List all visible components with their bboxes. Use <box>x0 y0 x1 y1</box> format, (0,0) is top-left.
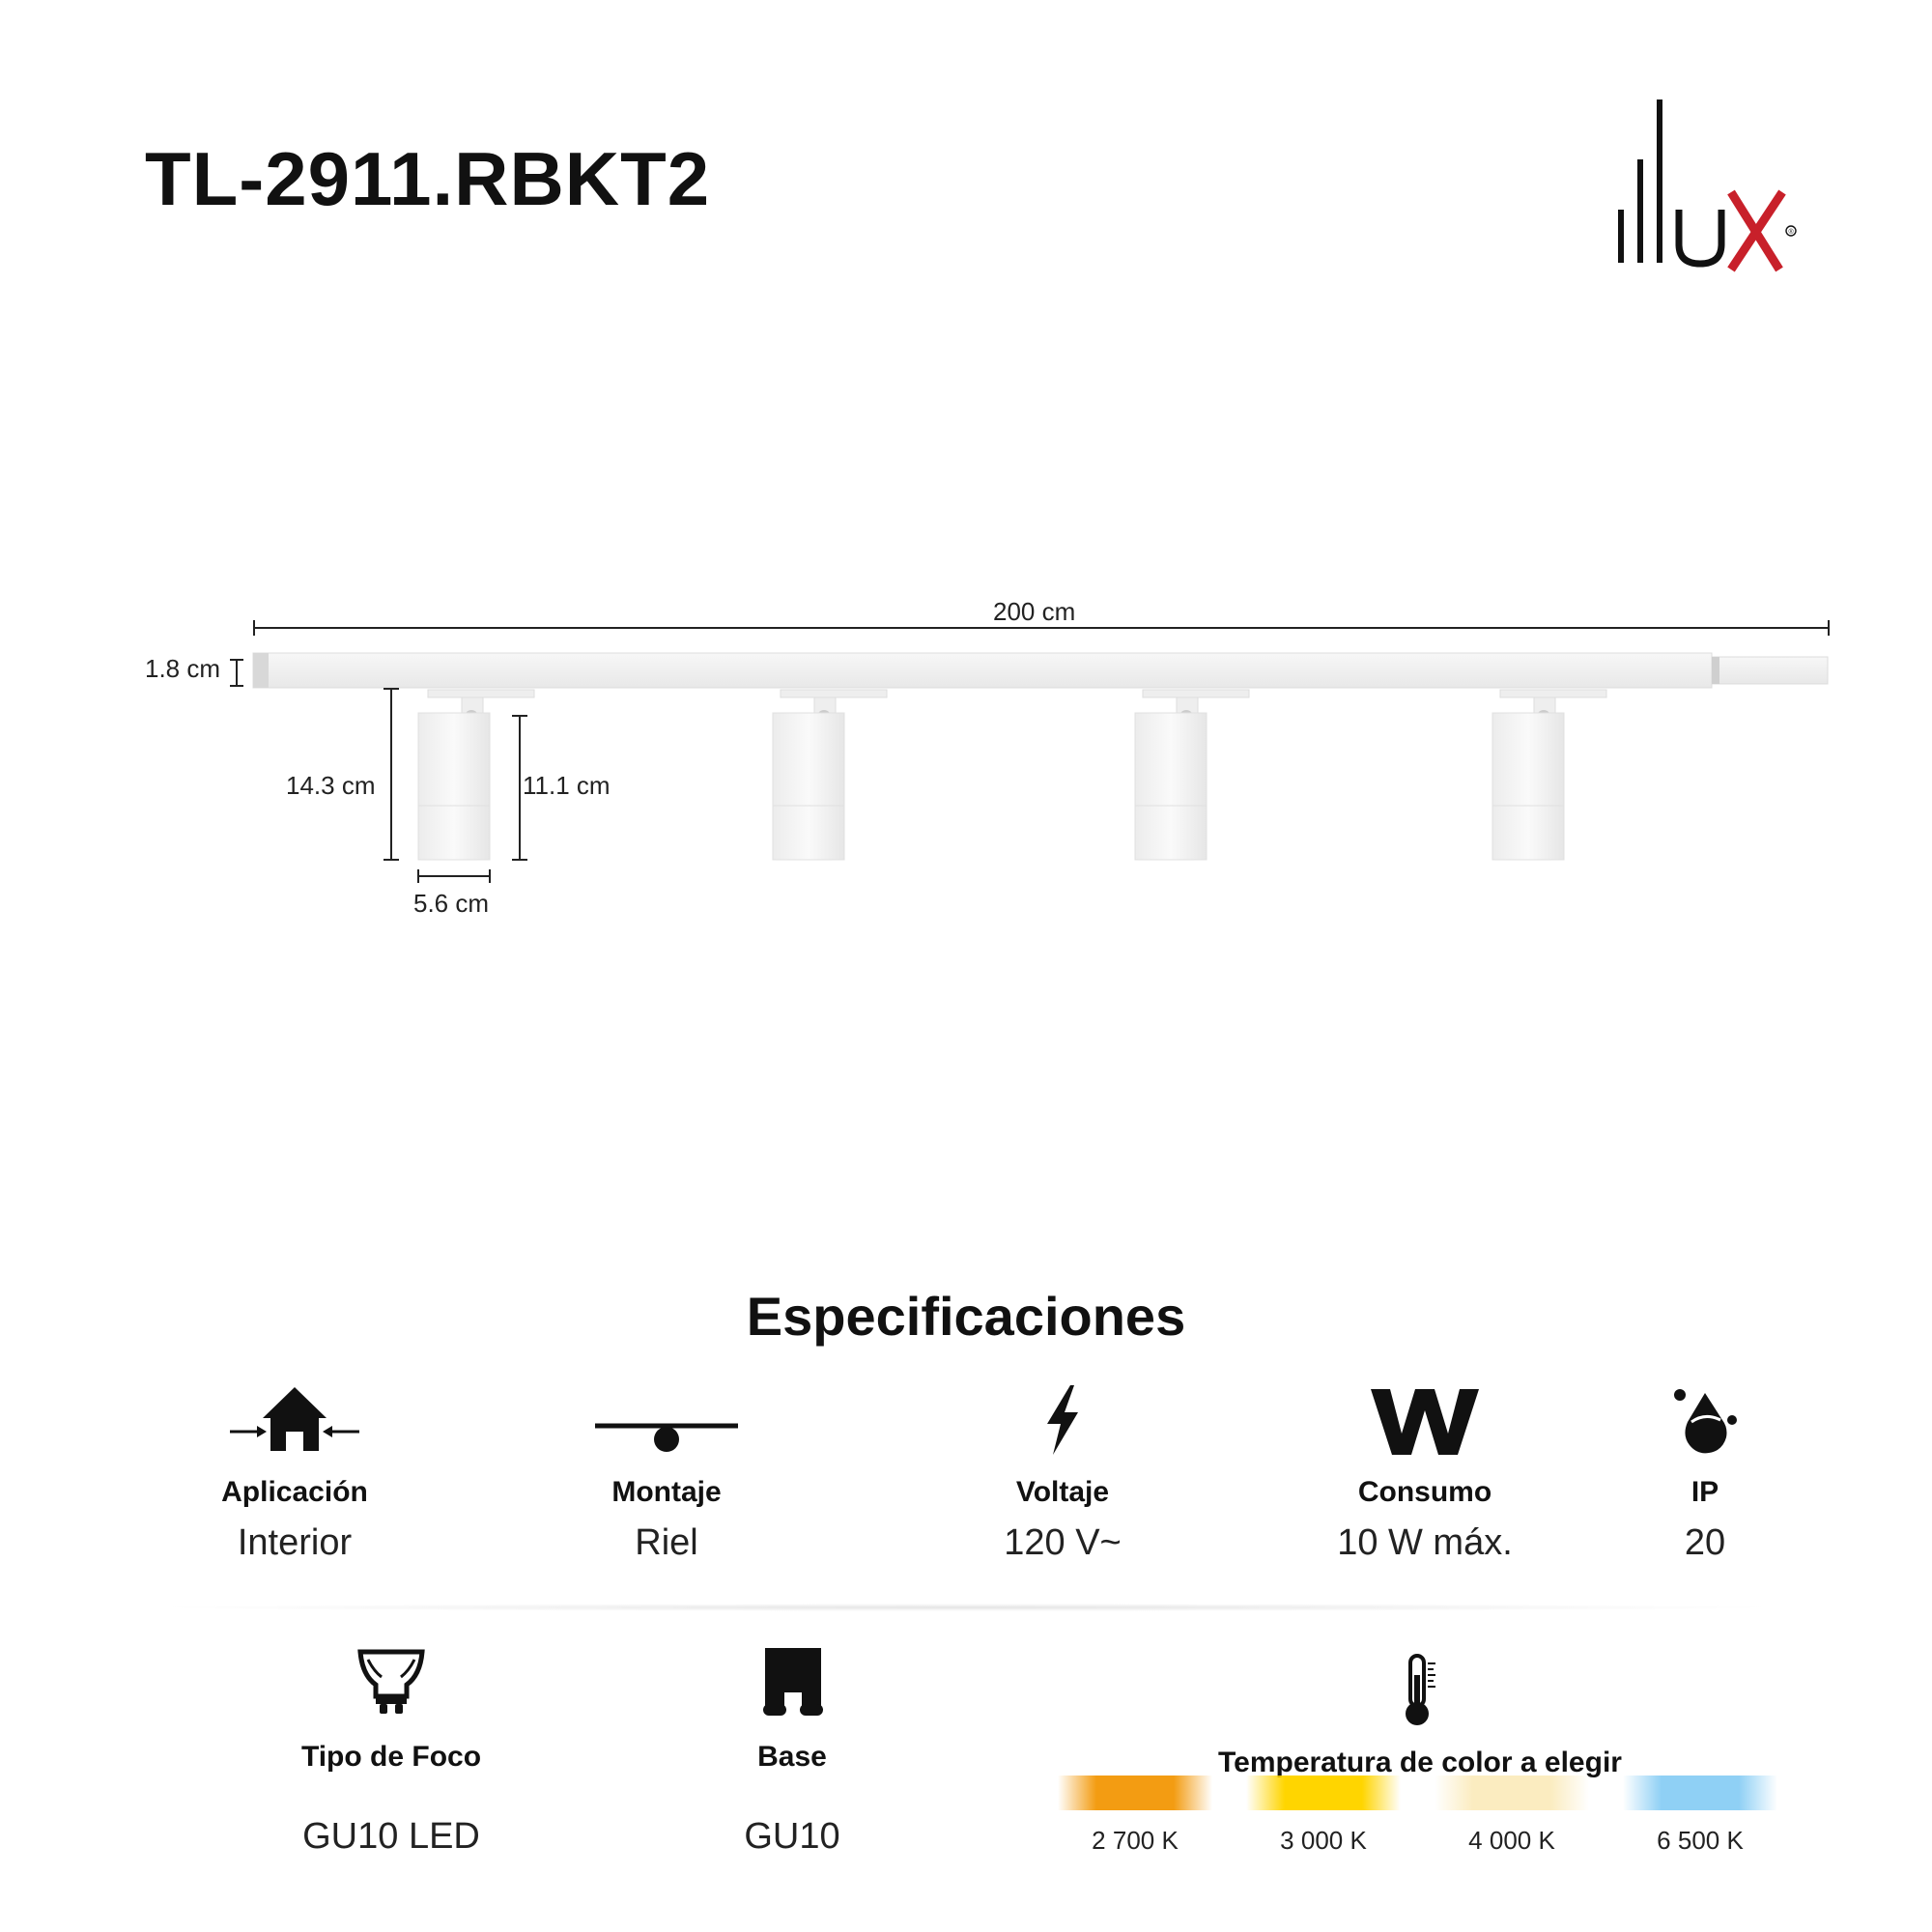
spec-value: 20 <box>1684 1522 1726 1563</box>
spec-label: IP <box>1690 1476 1719 1508</box>
svg-text:®: ® <box>1789 228 1795 236</box>
spec-label: Voltaje <box>1015 1476 1110 1508</box>
swatch-label: 6 500 K <box>1657 1826 1744 1855</box>
spec-label: Consumo <box>1357 1476 1492 1508</box>
bulb-gu10-icon <box>246 1642 536 1719</box>
spec-value: GU10 LED <box>302 1816 480 1857</box>
swatch-label: 4 000 K <box>1468 1826 1555 1855</box>
spec-label: Aplicación <box>221 1476 368 1508</box>
total-height-dimension: 14.3 cm <box>286 771 376 800</box>
specs-title: Especificaciones <box>746 1286 1186 1347</box>
spec-aplicacion: Aplicación Interior <box>150 1381 440 1564</box>
length-dimension: 200 cm <box>993 597 1076 626</box>
spec-base: Base GU10 <box>647 1642 937 1858</box>
spec-value: Interior <box>237 1522 353 1563</box>
spec-label: Temperatura de color a elegir <box>1218 1747 1622 1778</box>
head-width-dimension: 5.6 cm <box>413 889 490 918</box>
spec-tipo-foco: Tipo de Foco GU10 LED <box>246 1642 536 1858</box>
swatch-label: 2 700 K <box>1092 1826 1179 1855</box>
swatch-label: 3 000 K <box>1280 1826 1367 1855</box>
spec-label: Montaje <box>611 1476 722 1508</box>
section-divider <box>145 1604 1787 1611</box>
spec-voltaje: Voltaje 120 V~ <box>918 1381 1208 1564</box>
house-interior-icon <box>150 1381 440 1459</box>
swatch-3000k <box>1246 1776 1401 1810</box>
water-drop-icon <box>1560 1381 1850 1459</box>
lightning-bolt-icon <box>918 1381 1208 1459</box>
spec-label: Tipo de Foco <box>300 1741 482 1773</box>
spec-montaje: Montaje Riel <box>522 1381 811 1564</box>
swatch-6500k <box>1623 1776 1777 1810</box>
head-height-dimension: 11.1 cm <box>523 771 611 800</box>
rail-height-dimension: 1.8 cm <box>145 654 221 683</box>
spec-value: GU10 <box>744 1816 840 1857</box>
swatch-2700k <box>1058 1776 1212 1810</box>
base-socket-icon <box>647 1642 937 1719</box>
brand-logo: ® <box>1604 92 1806 285</box>
thermometer-icon <box>1058 1652 1782 1729</box>
swatch-4000k <box>1435 1776 1589 1810</box>
fixture-4 <box>1492 689 1607 861</box>
product-title: TL-2911.RBKT2 <box>145 136 711 221</box>
spec-ip: IP 20 <box>1560 1381 1850 1564</box>
track-light-drawing <box>230 620 1830 883</box>
illux-logo-icon: ® <box>1618 99 1797 272</box>
spec-value: Riel <box>635 1522 698 1563</box>
spec-value: 10 W máx. <box>1337 1522 1513 1563</box>
fixture-1 <box>417 689 535 861</box>
spec-value: 120 V~ <box>1004 1522 1122 1563</box>
spec-consumo: Consumo 10 W máx. <box>1280 1381 1570 1564</box>
spec-color-temperature: Temperatura de color a elegir <box>1058 1652 1782 1779</box>
product-diagram: 200 cm 1.8 cm 14.3 cm 11.1 cm 5.6 cm <box>145 597 1830 918</box>
spec-label: Base <box>757 1741 827 1773</box>
fixture-3 <box>1134 689 1250 861</box>
rail-mount-icon <box>522 1381 811 1459</box>
color-temperature-options: 2 700 K 3 000 K 4 000 K 6 500 K <box>1058 1776 1792 1862</box>
watt-w-icon <box>1280 1381 1570 1459</box>
fixture-2 <box>772 689 888 861</box>
